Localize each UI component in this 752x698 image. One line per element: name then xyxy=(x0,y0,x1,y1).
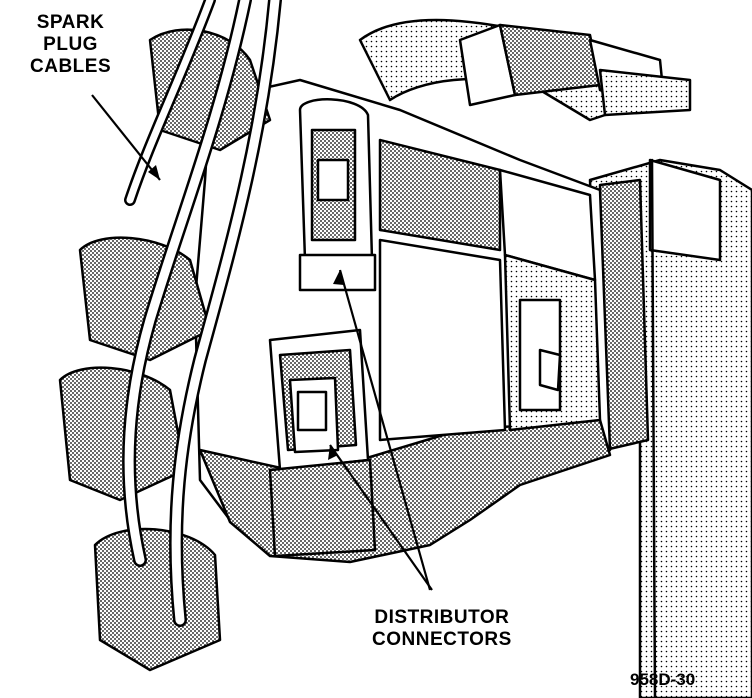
label-line: SPARK xyxy=(36,12,105,33)
spark-plug-cables-label: SPARK PLUG CABLES xyxy=(30,12,111,78)
label-line: CABLES xyxy=(30,56,112,77)
housing-panel xyxy=(648,158,722,262)
leader-distributor-upper xyxy=(338,269,432,591)
label-line: PLUG xyxy=(43,34,98,55)
distributor-connectors-label: DISTRIBUTOR CONNECTORS xyxy=(372,607,512,651)
cable-boot-lower xyxy=(58,366,187,502)
cable-boot-bottom xyxy=(93,527,222,672)
label-line: DISTRIBUTOR xyxy=(374,607,510,628)
leader-distributor-lower xyxy=(329,444,433,591)
figure-id: 958D-30 xyxy=(630,670,696,689)
leader-lines xyxy=(91,94,433,591)
leader-arrowheads xyxy=(148,165,344,460)
housing-edge-line xyxy=(650,158,657,698)
leader-spark-plug-cables xyxy=(91,94,161,181)
label-line: CONNECTORS xyxy=(372,629,512,650)
